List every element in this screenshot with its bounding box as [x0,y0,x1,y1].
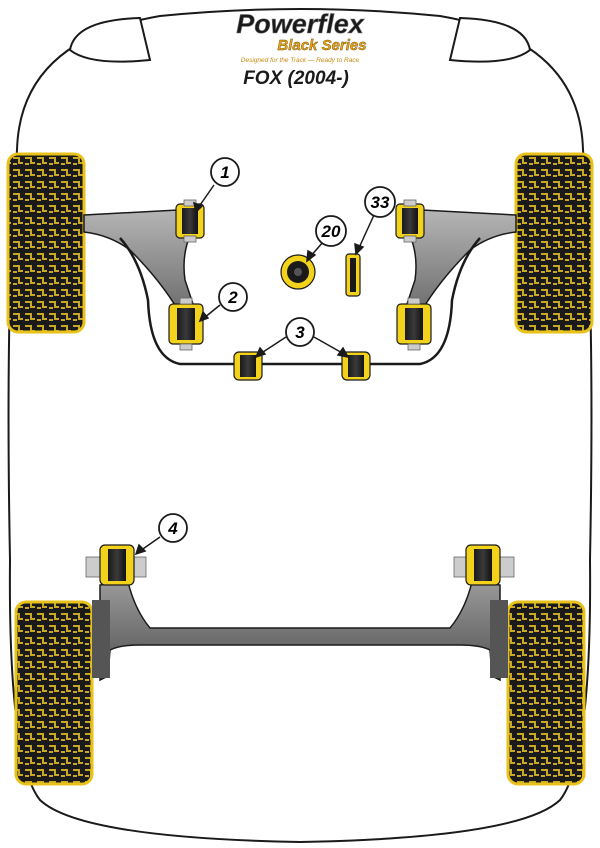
bush-2-left [168,297,204,351]
powerflex-logo: Powerflex Black Series Designed for the … [236,9,367,64]
window-left [68,16,152,63]
callout-1-label: 1 [220,163,229,182]
brand-tagline: Designed for the Track — Ready to Race [241,57,360,64]
front-left-tyre [6,152,86,334]
anti-roll-bar [119,237,481,366]
bush-4-left [85,544,147,586]
callout-33-label: 33 [371,193,390,212]
car-body-outline [7,8,593,844]
model-title: FOX (2004-) [243,68,349,89]
rear-twist-beam [99,581,501,682]
brand-name: Powerflex [236,9,365,39]
rear-left-tyre [14,600,94,786]
callout-3: 3 [285,317,315,347]
rear-beam-lower [92,600,110,678]
bush-20-mount [280,254,316,290]
brand-series: Black Series [277,37,366,54]
front-right-tyre [514,152,594,334]
rear-beam-lower-right [490,600,508,678]
bush-4-right [453,544,515,586]
rear-right-tyre [506,600,586,786]
bush-33-insert [345,253,361,297]
callout-33: 33 [364,186,396,218]
callout-1: 1 [210,157,240,187]
callout-4-label: 4 [167,519,178,538]
callout-3-label: 3 [295,323,305,342]
window-right [448,16,532,63]
callout-20: 20 [315,215,347,247]
callout-leaders [134,184,375,556]
bush-2-right [396,297,432,351]
bush-1-right [395,199,425,243]
bush-3-right [341,351,371,381]
callout-2: 2 [218,282,248,312]
callout-4: 4 [158,513,188,543]
callout-20-label: 20 [321,222,341,241]
callout-2-label: 2 [227,288,238,307]
bush-3-left [233,351,263,381]
